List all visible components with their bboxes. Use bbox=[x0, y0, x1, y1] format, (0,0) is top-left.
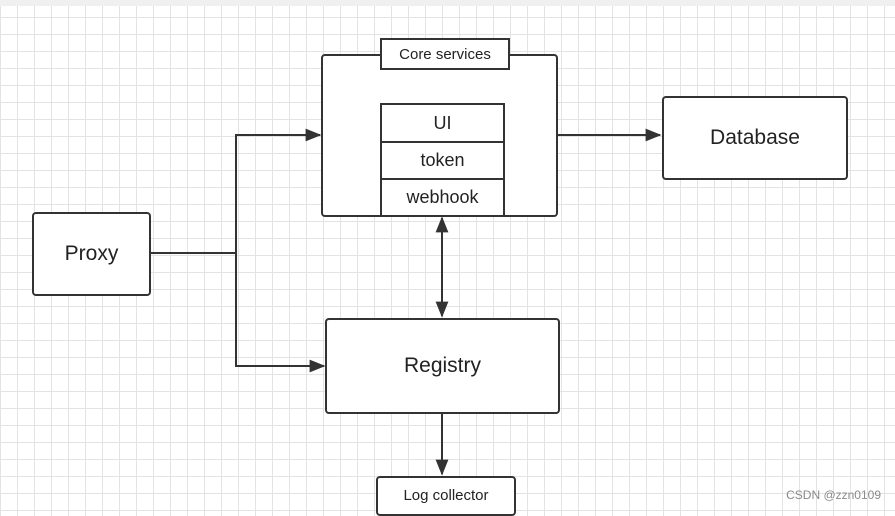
core-item-token: token bbox=[380, 141, 505, 180]
log-collector-node: Log collector bbox=[376, 476, 516, 516]
screenshot-top-edge bbox=[0, 0, 895, 6]
database-node: Database bbox=[662, 96, 848, 180]
edge-proxy-to-registry bbox=[235, 253, 326, 373]
watermark: CSDN @zzn0109 bbox=[786, 488, 881, 502]
registry-node: Registry bbox=[325, 318, 560, 414]
edge-proxy-to-core bbox=[150, 128, 322, 254]
core-services-title: Core services bbox=[380, 38, 510, 70]
core-item-webhook: webhook bbox=[380, 178, 505, 217]
proxy-node: Proxy bbox=[32, 212, 151, 296]
core-item-ui: UI bbox=[380, 103, 505, 143]
